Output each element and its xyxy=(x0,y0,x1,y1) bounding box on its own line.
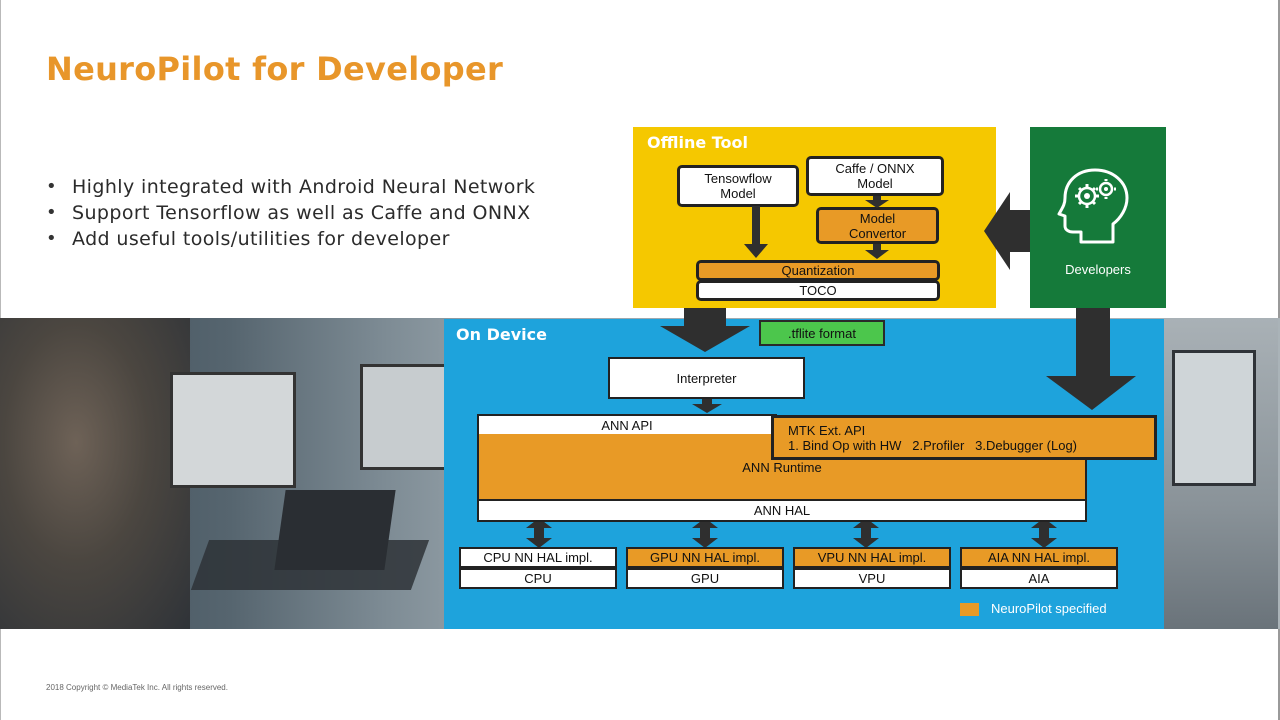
arrow-tensorflow-to-quantization xyxy=(744,206,768,258)
toco-box: TOCO xyxy=(696,280,940,301)
cpu-unit-box: CPU xyxy=(459,568,617,589)
vpu-unit-box: VPU xyxy=(793,568,951,589)
gpu-hal-impl-box: GPU NN HAL impl. xyxy=(626,547,784,568)
caffe-onnx-model-line2: Model xyxy=(857,176,893,191)
tensorflow-model-line2: Model xyxy=(720,186,756,201)
model-convertor-line1: Model xyxy=(859,210,896,226)
interpreter-box: Interpreter xyxy=(608,357,805,399)
photo-developer-person xyxy=(0,318,190,629)
arrow-interpreter-to-ann-api xyxy=(692,398,722,413)
offline-tool-title: Offline Tool xyxy=(647,133,749,152)
caffe-onnx-model-box: Caffe / ONNX Model xyxy=(806,156,944,196)
tensorflow-model-box: Tensowflow Model xyxy=(677,165,799,207)
tflite-format-tag: .tflite format xyxy=(759,320,885,346)
on-device-title: On Device xyxy=(456,325,547,344)
head-with-gears-icon xyxy=(1057,168,1129,244)
caffe-onnx-model-line1: Caffe / ONNX xyxy=(835,161,915,176)
legend-swatch xyxy=(960,603,979,616)
mtk-ext-api-items: 1. Bind Op with HW 2.Profiler 3.Debugger… xyxy=(788,437,1078,453)
photo-monitor xyxy=(1172,350,1256,486)
arrow-caffe-to-convertor xyxy=(865,196,889,208)
model-convertor-line2: Convertor xyxy=(848,225,907,241)
model-convertor-box: Model Convertor xyxy=(816,207,939,244)
copyright-text: 2018 Copyright © MediaTek Inc. All right… xyxy=(46,683,228,692)
legend-label: NeuroPilot specified xyxy=(991,601,1107,616)
bullet-item: Add useful tools/utilities for developer xyxy=(46,226,535,252)
arrow-offline-to-device xyxy=(660,308,750,352)
mtk-ext-api-box: MTK Ext. API 1. Bind Op with HW 2.Profil… xyxy=(771,415,1157,460)
tensorflow-model-line1: Tensowflow xyxy=(704,171,772,186)
gpu-unit-box: GPU xyxy=(626,568,784,589)
arrow-hal-cpu xyxy=(526,518,552,548)
bullet-item: Highly integrated with Android Neural Ne… xyxy=(46,174,535,200)
ann-api-box: ANN API xyxy=(477,414,777,436)
arrow-developers-to-offline xyxy=(984,192,1030,270)
developers-panel xyxy=(1030,127,1166,308)
bullet-item: Support Tensorflow as well as Caffe and … xyxy=(46,200,535,226)
quantization-box: Quantization xyxy=(696,260,940,281)
aia-unit-box: AIA xyxy=(960,568,1118,589)
arrow-hal-vpu xyxy=(853,518,879,548)
arrow-convertor-to-quantization xyxy=(865,244,889,259)
arrow-developers-to-mtk-ext xyxy=(1046,308,1136,410)
photo-monitor xyxy=(170,372,296,488)
arrow-hal-aia xyxy=(1031,518,1057,548)
photo-monitor xyxy=(360,364,454,470)
vpu-hal-impl-box: VPU NN HAL impl. xyxy=(793,547,951,568)
developers-label: Developers xyxy=(1065,262,1131,277)
aia-hal-impl-box: AIA NN HAL impl. xyxy=(960,547,1118,568)
bullet-list: Highly integrated with Android Neural Ne… xyxy=(46,174,535,252)
arrow-hal-gpu xyxy=(692,518,718,548)
ann-hal-box: ANN HAL xyxy=(477,499,1087,522)
slide-title: NeuroPilot for Developer xyxy=(46,50,504,88)
cpu-hal-impl-box: CPU NN HAL impl. xyxy=(459,547,617,568)
mtk-ext-api-title: MTK Ext. API xyxy=(788,422,866,438)
